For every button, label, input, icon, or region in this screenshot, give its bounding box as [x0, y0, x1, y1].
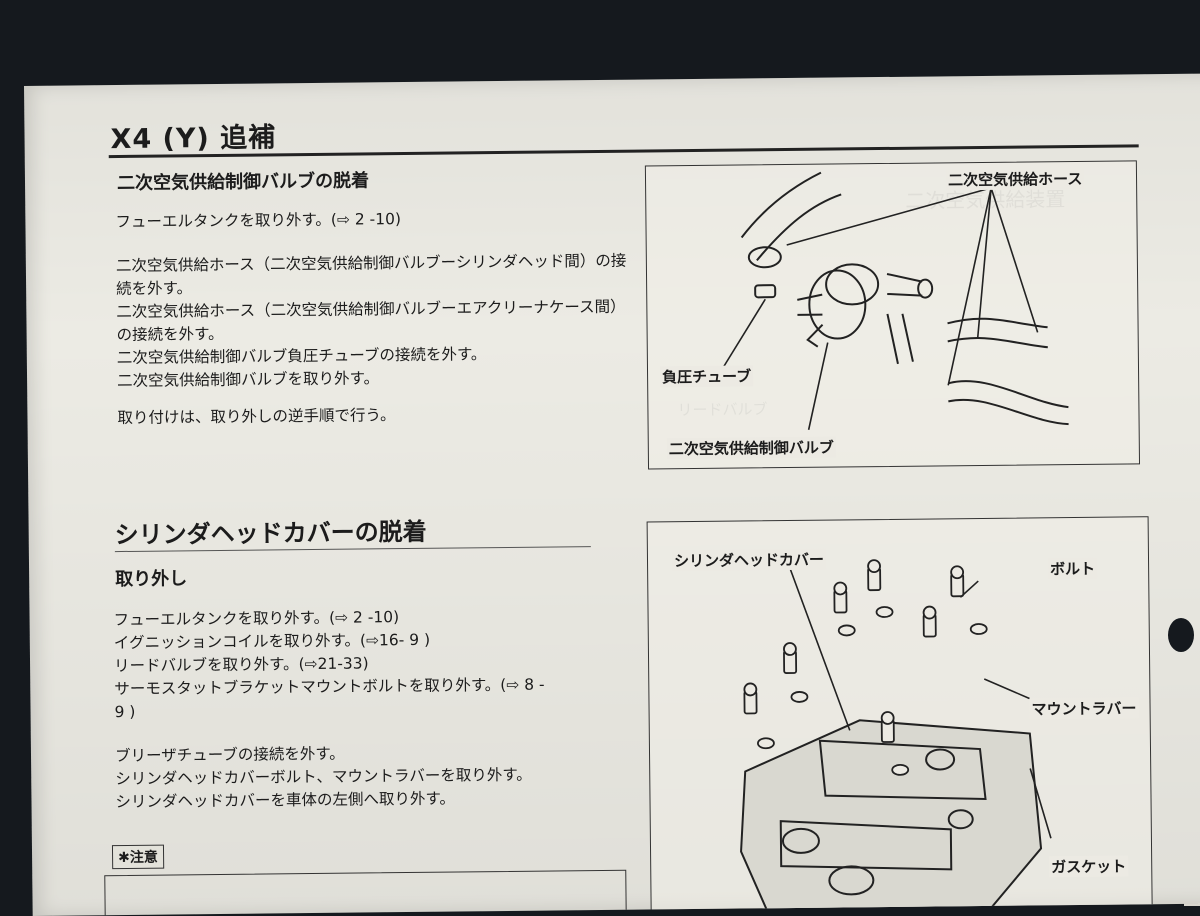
manual-page: 二次空気供給装置 リードバルブ X4 (Y) 追補 二次空気供給制御バルブの脱着…: [24, 73, 1200, 916]
section2-title: シリンダヘッドカバーの脱着: [114, 517, 427, 550]
binder-hole: [1168, 618, 1194, 652]
diagram-air-valve-drawing: [717, 171, 1069, 430]
section2-removal-steps: フューエルタンクを取り外す。(⇨ 2 -10) イグニッションコイルを取り外す。…: [113, 608, 545, 722]
caution-icon: ✱: [118, 849, 130, 867]
section1-step-fuel-tank: フューエルタンクを取り外す。(⇨ 2 -10): [115, 210, 402, 232]
section1-install-note: 取り付けは、取り外しの逆手順で行う。: [117, 406, 396, 428]
section1-steps: 二次空気供給ホース（二次空気供給制御バルブーシリンダヘッド間）の接続を外す。 二…: [115, 251, 627, 391]
label-vacuum-tube: 負圧チューブ: [659, 365, 754, 388]
caution-label: 注意: [129, 849, 158, 866]
page-header-title: X4 (Y) 追補: [110, 122, 277, 156]
caution-box: [104, 869, 628, 916]
label-gasket: ガスケット: [1049, 855, 1129, 878]
label-bolt: ボルト: [1048, 557, 1098, 580]
caution-badge: ✱注意: [111, 844, 164, 870]
label-air-control-valve: 二次空気供給制御バルブ: [666, 436, 836, 460]
section2-subtitle: 取り外し: [115, 568, 188, 591]
label-cylinder-head-cover: シリンダヘッドカバー: [671, 548, 827, 572]
label-mount-rubber: マウントラバー: [1029, 697, 1139, 720]
diagram-air-valve: 二次空気供給ホース 負圧チューブ 二次空気供給制御バルブ: [644, 160, 1141, 470]
section2-cover-steps: ブリーザチューブの接続を外す。 シリンダヘッドカバーボルト、マウントラバーを取り…: [114, 744, 532, 812]
label-secondary-air-hose: 二次空気供給ホース: [945, 167, 1085, 191]
diagram-head-cover: シリンダヘッドカバー ボルト マウントラバー ガスケット: [646, 516, 1153, 916]
section1-title: 二次空気供給制御バルブの脱着: [116, 170, 370, 195]
diagram-head-cover-drawing: [740, 559, 1052, 916]
